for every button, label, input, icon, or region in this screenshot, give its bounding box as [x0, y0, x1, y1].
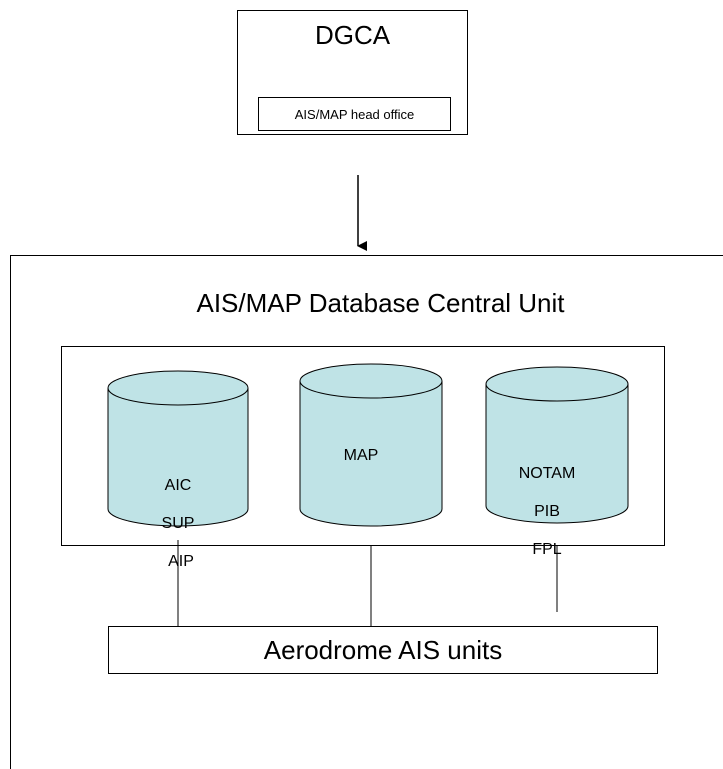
db1-line-1: AIC — [164, 477, 192, 494]
dgca-title: DGCA — [314, 20, 391, 50]
db2-line-1: MAP — [343, 447, 379, 464]
database-label-map: MAP — [331, 427, 391, 484]
database-cylinder-map — [299, 363, 443, 527]
dgca-box — [237, 10, 468, 135]
db1-line-3: AIP — [168, 553, 194, 570]
db3-line-1: NOTAM — [518, 465, 576, 482]
database-cylinder-notam-pib-fpl — [485, 366, 629, 524]
aerodrome-ais-units-box: Aerodrome AIS units — [108, 626, 658, 674]
database-label-notam-pib-fpl: NOTAM PIB FPL — [507, 445, 587, 578]
db3-line-2: PIB — [534, 503, 560, 520]
db3-line-3: FPL — [532, 541, 562, 558]
db1-line-2: SUP — [161, 515, 195, 532]
head-office-box: AIS/MAP head office — [258, 97, 451, 131]
database-label-aic-sup-aip: AIC SUP AIP — [148, 457, 208, 590]
central-unit-title: AIS/MAP Database Central Unit — [196, 288, 565, 318]
database-cylinder-aic-sup-aip — [107, 370, 249, 527]
